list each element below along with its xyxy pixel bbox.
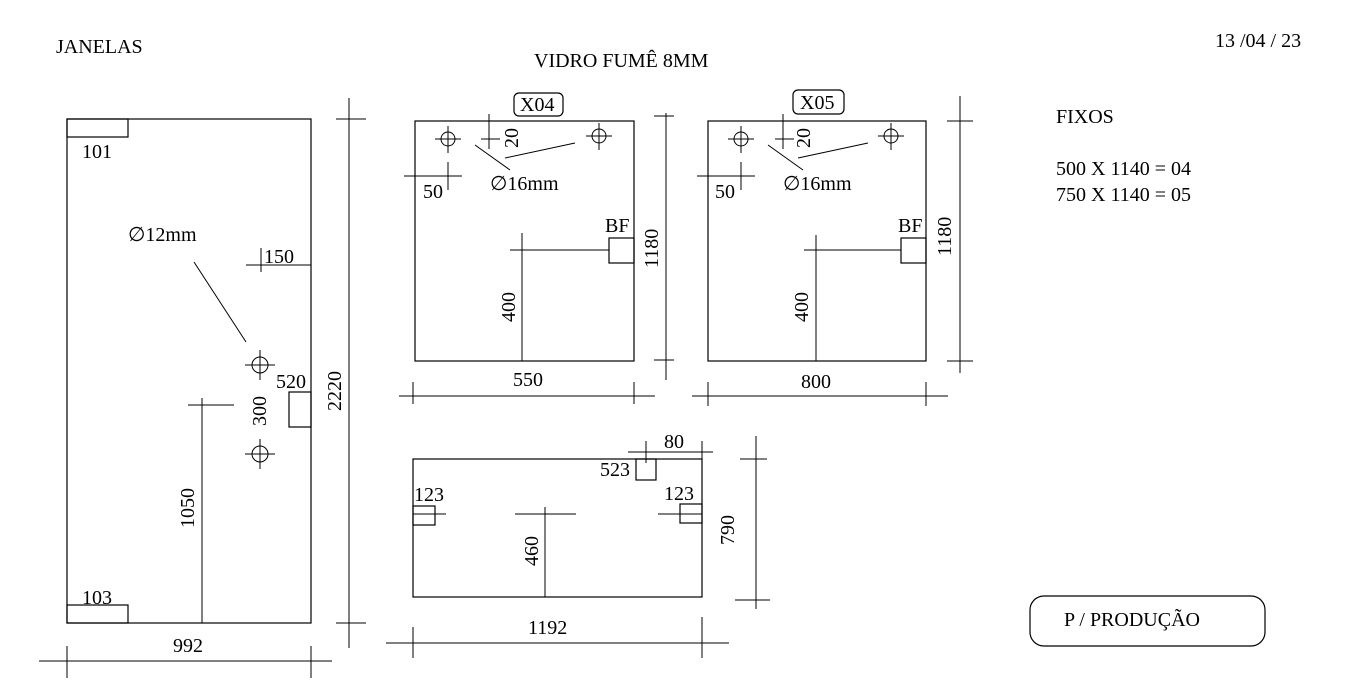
dim-150-label: 150 <box>264 246 294 268</box>
dim-550-label: 550 <box>513 369 543 391</box>
panel-bottom-outline <box>412 458 703 598</box>
dim-50-label: 50 <box>423 181 443 203</box>
hinge-bottom <box>66 604 129 624</box>
lock-label: BF <box>605 215 629 237</box>
panel-x05: X05 20 50 ∅16mm BF 400 1180 <box>692 89 973 406</box>
panel-tag-label: X05 <box>800 92 834 114</box>
dim-20-label: 20 <box>501 128 523 148</box>
lock-label: BF <box>898 215 922 237</box>
panel-main: 101 103 ∅12mm 150 520 300 1050 <box>39 98 366 678</box>
section-title: JANELAS <box>56 36 143 58</box>
fixed-panels-title: FIXOS <box>1056 106 1114 128</box>
dim-300-label: 300 <box>249 396 271 426</box>
panel-x04: X04 20 50 ∅16mm BF 400 1180 <box>399 92 674 404</box>
dim-20-label: 20 <box>793 128 815 148</box>
panel-x04-outline <box>414 120 635 362</box>
hole-leader <box>193 261 247 343</box>
dim-992-label: 992 <box>173 635 203 657</box>
lock-cutout <box>608 237 635 264</box>
dim-2220-label: 2220 <box>324 371 346 411</box>
production-button-frame[interactable] <box>1029 595 1266 647</box>
dim-790-label: 790 <box>717 515 739 545</box>
panel-bottom: 80 523 123 123 460 790 1192 <box>386 431 770 658</box>
hole-left <box>435 126 461 153</box>
drawing-date: 13 /04 / 23 <box>1215 30 1301 52</box>
panel-tag-box <box>513 92 564 117</box>
hole-right <box>878 123 904 150</box>
dim-50-label: 50 <box>715 181 735 203</box>
dim-523-label: 523 <box>600 459 630 481</box>
dim-460-label: 460 <box>521 536 543 566</box>
dim-400-label: 400 <box>791 292 813 322</box>
production-button-label[interactable]: P / PRODUÇÃO <box>1064 607 1200 631</box>
hole-left <box>728 126 754 153</box>
hinge-top-label: 101 <box>82 141 112 163</box>
left-cutout <box>412 505 436 526</box>
hole-diameter-label: ∅12mm <box>128 224 197 246</box>
dim-1050-label: 1050 <box>177 488 199 528</box>
panel-tag-box <box>792 89 845 115</box>
dim-1180-label: 1180 <box>934 217 956 256</box>
dim-1192-label: 1192 <box>528 617 567 639</box>
dim-800-label: 800 <box>801 371 831 393</box>
handle-cutout <box>288 391 312 428</box>
hole-diameter-label: ∅16mm <box>783 173 852 195</box>
fixed-panel-item: 500 X 1140 = 04 <box>1056 158 1191 180</box>
dim-123-left-label: 123 <box>414 484 444 506</box>
hole-leader <box>797 142 869 159</box>
dim-1180-label: 1180 <box>641 229 663 268</box>
dim-400-label: 400 <box>498 292 520 322</box>
panel-tag-label: X04 <box>520 94 554 116</box>
fixed-panel-item: 750 X 1140 = 05 <box>1056 184 1191 206</box>
hinge-bottom-label: 103 <box>82 587 112 609</box>
hole-upper <box>245 350 275 380</box>
dim-520-label: 520 <box>276 371 306 393</box>
hole-right <box>586 123 612 150</box>
hole-leader <box>767 144 804 171</box>
hole-diameter-label: ∅16mm <box>490 173 559 195</box>
dim-123-right-label: 123 <box>664 483 694 505</box>
hole-lower <box>245 439 275 469</box>
hole-leader <box>474 144 511 171</box>
lock-cutout <box>900 237 927 264</box>
material-title: VIDRO FUMÊ 8MM <box>534 49 709 72</box>
panel-main-outline <box>66 118 312 624</box>
dim-80-label: 80 <box>664 431 684 453</box>
production-button[interactable]: P / PRODUÇÃO <box>1029 595 1266 647</box>
hole-leader <box>504 142 576 159</box>
hinge-top <box>66 118 129 138</box>
panel-x05-outline <box>707 120 927 362</box>
